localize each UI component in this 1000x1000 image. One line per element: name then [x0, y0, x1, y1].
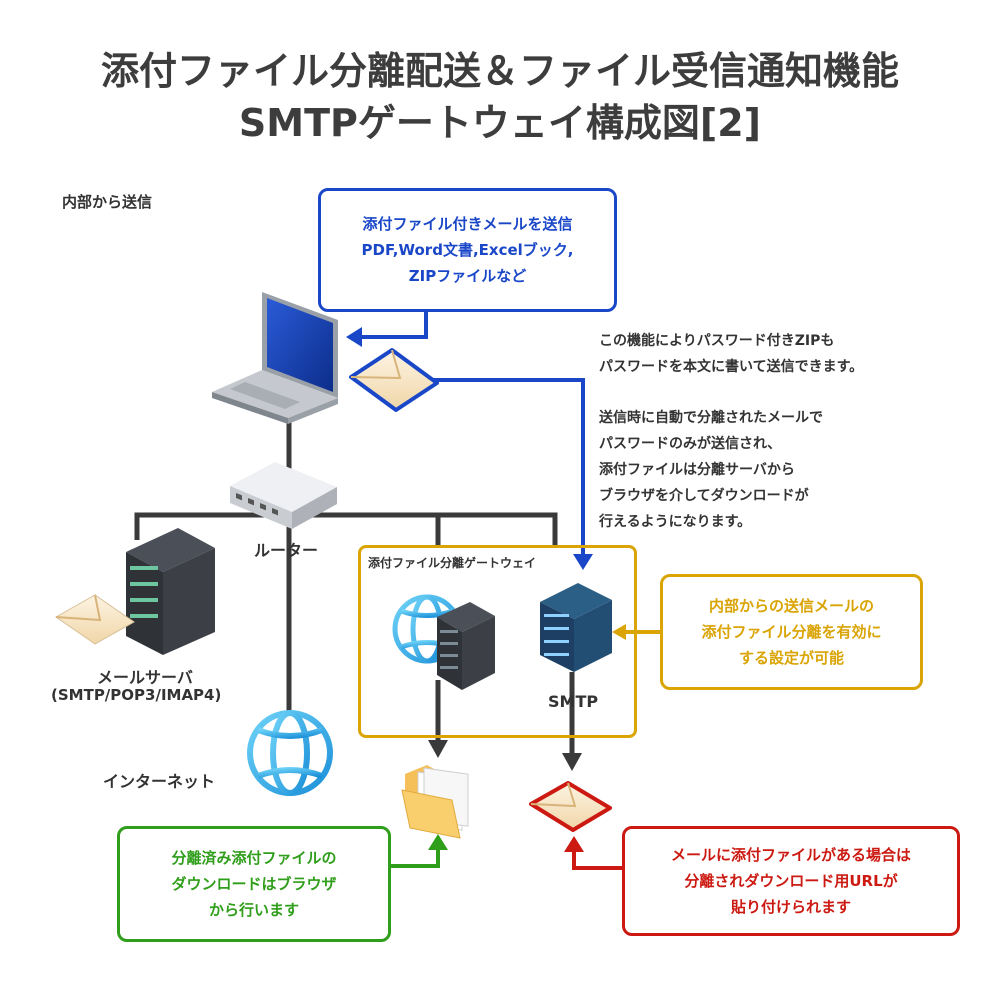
router-label: ルーター [254, 541, 319, 560]
description-line: この機能によりパスワード付きZIPも [599, 333, 835, 349]
server-rack-icon [126, 528, 215, 655]
description-line: 添付ファイルは分離サーバから [599, 462, 795, 478]
setting-callout-line: する設定が可能 [738, 649, 844, 667]
yellow-arrow-head [612, 624, 626, 640]
green-arrow-head [428, 834, 448, 850]
url-callout-line: 貼り付けられます [730, 898, 851, 916]
blue-arrow-to-gateway [433, 378, 585, 556]
laptop-icon [212, 292, 338, 424]
description-line: パスワードのみが送信され、 [599, 436, 782, 452]
mail-server-protocols: (SMTP/POP3/IMAP4) [51, 686, 222, 704]
internet-label: インターネット [103, 772, 216, 791]
arrow-head-down [562, 753, 582, 771]
gateway-label: 添付ファイル分離ゲートウェイ [368, 556, 537, 570]
gateway-frame [358, 545, 637, 738]
globe-icon [247, 710, 333, 796]
red-arrow-head [564, 836, 584, 852]
setting-callout-line: 添付ファイル分離を有効に [701, 623, 882, 641]
envelope-icon [529, 781, 612, 832]
send-callout-line: 添付ファイル付きメールを送信 [362, 215, 573, 233]
description-line: ブラウザを介してダウンロードが [599, 488, 809, 504]
download-callout: 分離済み添付ファイルの ダウンロードはブラウザ から行います [117, 826, 391, 942]
folder-icon [401, 765, 469, 839]
page-title: 添付ファイル分離配送＆ファイル受信通知機能 [100, 49, 899, 93]
router-icon [230, 462, 337, 529]
server-rack-icon [437, 602, 495, 690]
description-para1: この機能によりパスワード付きZIPも パスワードを本文に書いて送信できます。 [599, 328, 863, 380]
url-callout-line: 分離されダウンロード用URLが [684, 872, 898, 890]
page-subtitle: SMTPゲートウェイ構成図[2] [238, 101, 762, 145]
envelope-icon [55, 594, 135, 645]
description-line: 行えるようになります。 [599, 514, 752, 530]
description-line: パスワードを本文に書いて送信できます。 [599, 359, 864, 375]
server-rack-icon [540, 583, 612, 672]
setting-callout: 内部からの送信メールの 添付ファイル分離を有効に する設定が可能 [660, 574, 923, 690]
smtp-label: SMTP [548, 692, 599, 711]
url-callout: メールに添付ファイルがある場合は 分離されダウンロード用URLが 貼り付けられま… [622, 826, 960, 936]
arrow-head-down [428, 740, 448, 758]
send-callout: 添付ファイル付きメールを送信 PDF,Word文書,Excelブック, ZIPフ… [318, 188, 617, 312]
download-callout-line: 分離済み添付ファイルの [171, 849, 337, 867]
download-callout-line: から行います [208, 901, 299, 919]
send-callout-line: PDF,Word文書,Excelブック, [361, 241, 574, 259]
description-para2: 送信時に自動で分離されたメールで パスワードのみが送信され、 添付ファイルは分離… [599, 405, 823, 535]
blue-arrow-to-laptop [360, 312, 428, 339]
mail-server-label: メールサーバ [97, 668, 193, 687]
setting-callout-line: 内部からの送信メールの [708, 597, 874, 615]
send-callout-line: ZIPファイルなど [408, 267, 527, 285]
download-callout-line: ダウンロードはブラウザ [171, 875, 337, 893]
description-line: 送信時に自動で分離されたメールで [599, 410, 823, 426]
envelope-icon [349, 348, 439, 412]
section-label: 内部から送信 [62, 193, 153, 211]
url-callout-line: メールに添付ファイルがある場合は [670, 846, 911, 864]
network-lines [134, 420, 575, 755]
